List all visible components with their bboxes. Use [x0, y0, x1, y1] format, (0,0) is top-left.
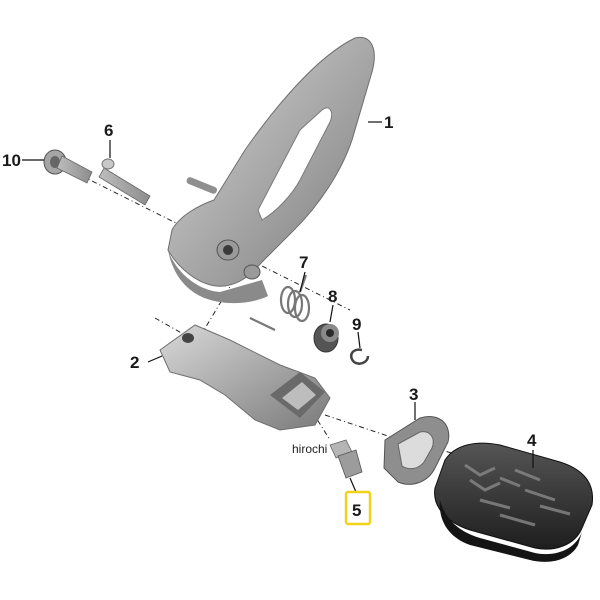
part-1-heel-guard [167, 36, 375, 304]
part-7-spring [249, 274, 311, 331]
part-4-footpeg [434, 442, 594, 562]
part-5-detent-pin [329, 439, 363, 479]
callout-5-highlight [344, 490, 372, 526]
part-6-pin [98, 158, 151, 206]
part-8-bushing [313, 323, 339, 353]
callouts: 1 2 3 4 5 6 7 8 9 10 [2, 113, 537, 520]
part-10-bolt [43, 149, 93, 184]
leader-lines [22, 121, 534, 493]
part-3-mount [383, 416, 450, 485]
watermark: hirochi [292, 442, 327, 456]
callout-10: 10 [2, 151, 21, 170]
callout-7: 7 [299, 253, 308, 272]
callout-2: 2 [130, 353, 139, 372]
part-9-circlip [350, 348, 370, 365]
callout-1: 1 [384, 113, 393, 132]
part-2-footrest-bracket [159, 324, 331, 431]
callout-4: 4 [527, 431, 537, 450]
callout-8: 8 [328, 287, 337, 306]
callout-9: 9 [352, 315, 361, 334]
callout-5: 5 [352, 501, 361, 520]
callout-6: 6 [104, 121, 113, 140]
callout-3: 3 [409, 385, 418, 404]
